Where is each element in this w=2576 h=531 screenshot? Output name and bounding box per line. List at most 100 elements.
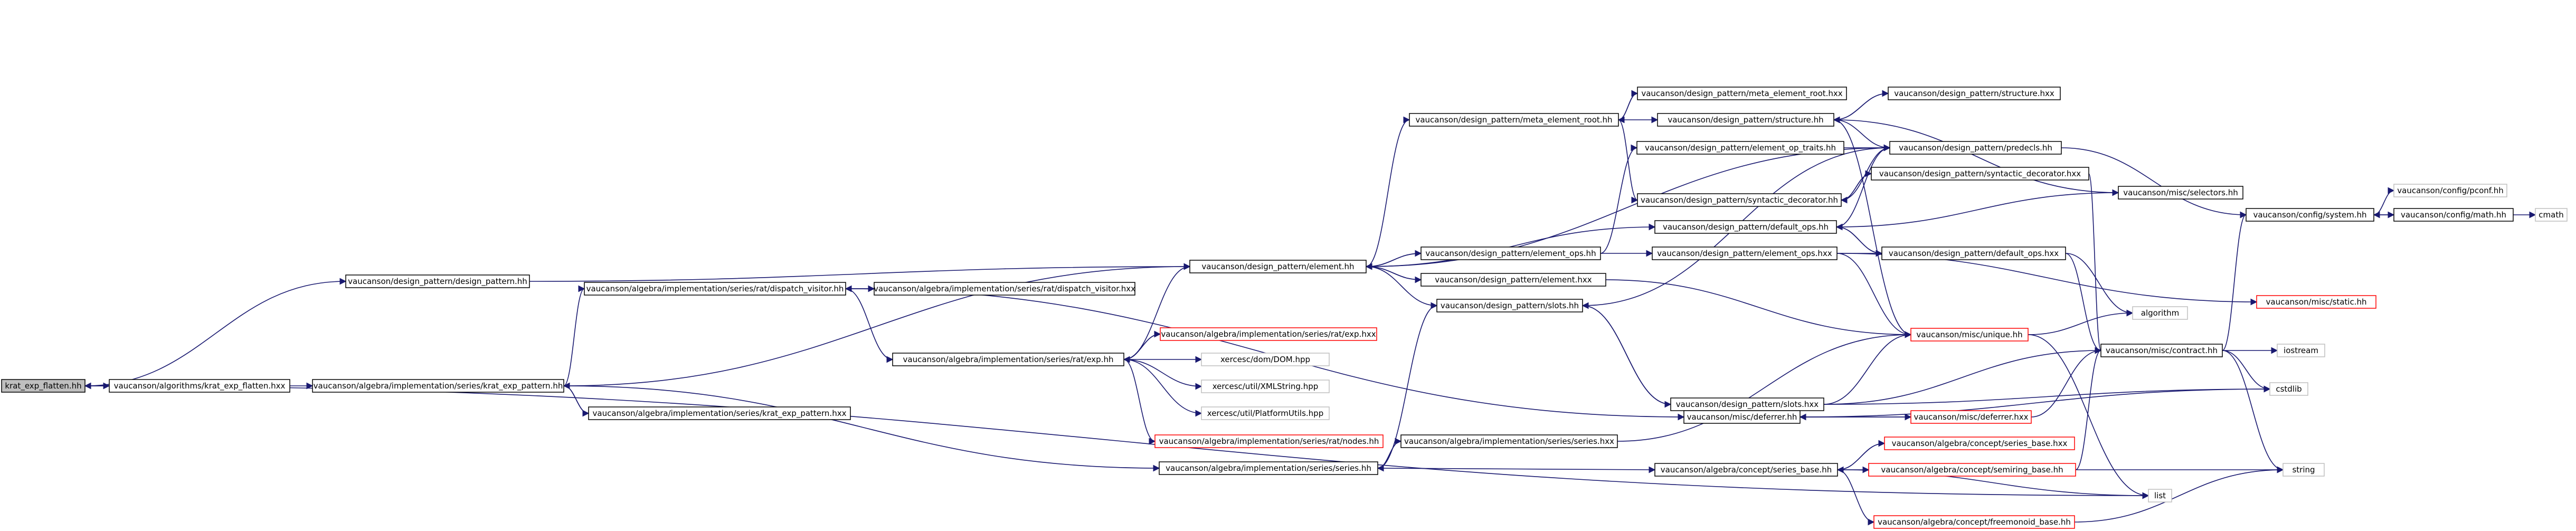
graph-node-misc-unique-hh[interactable]: vaucanson/misc/unique.hh <box>1910 328 2029 342</box>
node-box <box>1637 87 1847 100</box>
graph-node-misc-selectors-hh[interactable]: vaucanson/misc/selectors.hh <box>2118 186 2243 200</box>
graph-node-dp-element-hxx[interactable]: vaucanson/design_pattern/element.hxx <box>1420 273 1606 287</box>
graph-node-config-system-hh[interactable]: vaucanson/config/system.hh <box>2246 208 2374 222</box>
dependency-edge <box>563 285 585 386</box>
graph-node-dp-element-hh[interactable]: vaucanson/design_pattern/element.hh <box>1189 260 1367 273</box>
graph-node-concept-series-base-hh[interactable]: vaucanson/algebra/concept/series_base.hh <box>1654 463 1838 477</box>
dependency-edge <box>1800 385 2271 418</box>
graph-node-dispatch-visitor-hxx[interactable]: vaucanson/algebra/implementation/series/… <box>874 282 1135 296</box>
node-label: vaucanson/algebra/concept/semiring_base.… <box>1881 465 2063 475</box>
node-box <box>312 379 564 393</box>
dependency-edge <box>1836 253 1912 338</box>
graph-node-dp-syntactic-decorator-hxx[interactable]: vaucanson/design_pattern/syntactic_decor… <box>1871 167 2089 181</box>
node-label: vaucanson/algebra/implementation/series/… <box>586 284 844 294</box>
dependency-edge <box>1836 144 1891 227</box>
node-label: string <box>2292 465 2315 475</box>
node-box <box>2132 306 2188 320</box>
dependency-edge <box>2075 347 2102 470</box>
graph-node-series-series-hh[interactable]: vaucanson/algebra/implementation/series/… <box>1159 461 1378 475</box>
node-box <box>1881 246 2066 260</box>
graph-node-misc-deferrer-hh[interactable]: vaucanson/misc/deferrer.hh <box>1683 410 1801 424</box>
dependency-edge <box>1377 302 1438 469</box>
graph-node-xercesc-xmlstring[interactable]: xercesc/util/XMLString.hpp <box>1201 380 1330 393</box>
graph-node-dp-element-ops-hh[interactable]: vaucanson/design_pattern/element_ops.hh <box>1420 246 1601 260</box>
dependency-edge <box>1823 385 2271 405</box>
node-label: vaucanson/design_pattern/meta_element_ro… <box>1415 115 1612 125</box>
graph-node-string[interactable]: string <box>2283 463 2325 477</box>
node-box <box>1910 410 2032 424</box>
dependency-edge <box>1833 116 2119 193</box>
graph-node-dispatch-visitor-hh[interactable]: vaucanson/algebra/implementation/series/… <box>584 282 846 296</box>
dependency-edge <box>2373 187 2395 215</box>
dependency-edge <box>1605 279 1912 338</box>
node-label: vaucanson/design_pattern/structure.hh <box>1668 115 1823 125</box>
graph-node-config-math-hh[interactable]: vaucanson/config/math.hh <box>2393 208 2514 222</box>
node-label: vaucanson/design_pattern/slots.hxx <box>1676 400 1819 410</box>
graph-node-dp-structure-hxx[interactable]: vaucanson/design_pattern/structure.hxx <box>1888 87 2061 100</box>
node-box <box>584 282 846 296</box>
graph-node-algorithm[interactable]: algorithm <box>2132 306 2188 320</box>
graph-node-list[interactable]: list <box>2148 489 2172 502</box>
graph-node-dp-element-ops-hxx[interactable]: vaucanson/design_pattern/element_ops.hxx <box>1652 246 1838 260</box>
graph-node-alg-krat-exp-flatten-hxx[interactable]: vaucanson/algorithms/krat_exp_flatten.hx… <box>109 379 290 393</box>
graph-node-krat-exp-pattern-hxx[interactable]: vaucanson/algebra/implementation/series/… <box>588 406 851 420</box>
graph-node-concept-freemonoid-base-hh[interactable]: vaucanson/algebra/concept/freemonoid_bas… <box>1873 515 2075 529</box>
node-box <box>2148 489 2172 502</box>
node-label: cstdlib <box>2276 384 2302 394</box>
node-label: vaucanson/design_pattern/syntactic_decor… <box>1879 169 2081 179</box>
graph-node-dp-slots-hxx[interactable]: vaucanson/design_pattern/slots.hxx <box>1670 397 1824 411</box>
graph-node-xercesc-platformutils[interactable]: xercesc/util/PlatformUtils.hpp <box>1201 406 1330 420</box>
graph-node-rat-exp-hxx[interactable]: vaucanson/algebra/implementation/series/… <box>1160 327 1377 341</box>
node-label: vaucanson/design_pattern/slots.hh <box>1441 301 1579 311</box>
graph-node-config-conf-hh[interactable]: vaucanson/config/pconf.hh <box>2393 184 2507 197</box>
dependency-edge <box>563 263 1191 386</box>
graph-node-concept-semiring-base-hh[interactable]: vaucanson/algebra/concept/semiring_base.… <box>1868 463 2076 477</box>
node-box <box>2393 208 2514 222</box>
graph-node-cmath[interactable]: cmath <box>2535 208 2568 222</box>
graph-node-krat-exp-pattern-hh[interactable]: vaucanson/algebra/implementation/series/… <box>312 379 564 393</box>
graph-node-dp-predecls-hh[interactable]: vaucanson/design_pattern/predecls.hh <box>1889 141 2062 155</box>
graph-node-dp-default-ops-hh[interactable]: vaucanson/design_pattern/default_ops.hh <box>1654 220 1837 234</box>
node-label: vaucanson/design_pattern/predecls.hh <box>1899 143 2052 153</box>
node-label: vaucanson/design_pattern/element_ops.hh <box>1425 249 1596 259</box>
graph-node-misc-deferrer-hxx[interactable]: vaucanson/misc/deferrer.hxx <box>1910 410 2032 424</box>
node-label: vaucanson/design_pattern/structure.hxx <box>1894 89 2054 99</box>
node-label: vaucanson/misc/contract.hh <box>2106 346 2218 355</box>
graph-node-dp-design-pattern-hh[interactable]: vaucanson/design_pattern/design_pattern.… <box>345 274 530 288</box>
graph-node-dp-meta-element-root-hh[interactable]: vaucanson/design_pattern/meta_element_ro… <box>1409 113 1619 127</box>
graph-node-dp-structure-hh[interactable]: vaucanson/design_pattern/structure.hh <box>1657 113 1834 127</box>
graph-node-concept-series-base-hxx[interactable]: vaucanson/algebra/concept/series_base.hx… <box>1884 437 2075 450</box>
dependency-edge <box>2065 253 2134 317</box>
graph-node-rat-exp-hh[interactable]: vaucanson/algebra/implementation/series/… <box>892 353 1124 366</box>
graph-node-dp-slots-hh[interactable]: vaucanson/design_pattern/slots.hh <box>1436 299 1583 312</box>
node-label: krat_exp_flatten.hh <box>5 381 81 391</box>
dependency-edge <box>1581 302 1671 405</box>
graph-node-cstdlib[interactable]: cstdlib <box>2269 382 2308 396</box>
graph-node-xercesc-dom[interactable]: xercesc/dom/DOM.hpp <box>1201 353 1330 366</box>
node-box <box>1884 437 2075 450</box>
graph-node-dp-syntactic-decorator-hh[interactable]: vaucanson/design_pattern/syntactic_decor… <box>1637 193 1842 207</box>
dependency-edge <box>2028 309 2134 335</box>
node-label: vaucanson/design_pattern/syntactic_decor… <box>1641 195 1838 205</box>
graph-node-iostream[interactable]: iostream <box>2277 344 2325 357</box>
dependency-edge <box>1835 223 1882 254</box>
graph-node-misc-static-hh[interactable]: vaucanson/misc/static.hh <box>2256 295 2376 309</box>
node-box <box>109 379 290 393</box>
node-box <box>2393 184 2507 197</box>
graph-node-krat-exp-flatten-hh[interactable]: krat_exp_flatten.hh <box>1 379 86 393</box>
node-box <box>2100 344 2223 357</box>
node-label: vaucanson/design_pattern/design_pattern.… <box>348 277 527 287</box>
graph-node-dp-element-op-traits-hh[interactable]: vaucanson/design_pattern/element_op_trai… <box>1636 141 1844 155</box>
dependency-edge <box>1600 144 1638 254</box>
node-label: vaucanson/algebra/implementation/series/… <box>593 409 847 419</box>
dependency-edge <box>2222 350 2271 393</box>
node-box <box>1652 246 1838 260</box>
graph-node-misc-contract-hh[interactable]: vaucanson/misc/contract.hh <box>2100 344 2223 357</box>
graph-node-dp-default-ops-hxx[interactable]: vaucanson/design_pattern/default_ops.hxx <box>1881 246 2066 260</box>
node-label: vaucanson/algebra/implementation/series/… <box>1161 329 1376 339</box>
dependency-edge <box>1123 359 1202 417</box>
graph-node-rat-nodes-hh[interactable]: vaucanson/algebra/implementation/series/… <box>1154 434 1384 448</box>
graph-node-series-series-hxx[interactable]: vaucanson/algebra/implementation/series/… <box>1400 434 1618 448</box>
graph-node-dp-meta-element-root-hxx[interactable]: vaucanson/design_pattern/meta_element_ro… <box>1637 87 1847 100</box>
